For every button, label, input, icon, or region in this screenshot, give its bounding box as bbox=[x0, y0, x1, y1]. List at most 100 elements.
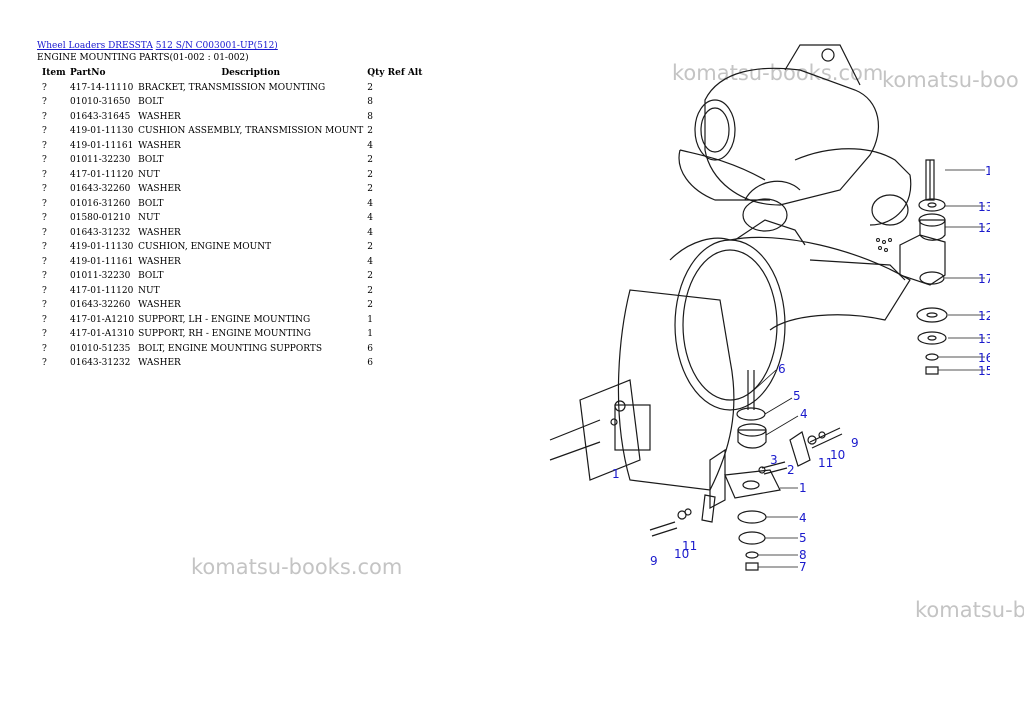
cell-qty: 6 bbox=[367, 343, 373, 354]
cell-description: BOLT bbox=[138, 97, 164, 107]
cell-description: SUPPORT, LH - ENGINE MOUNTING bbox=[138, 314, 311, 325]
diagram-callout: 1 bbox=[985, 164, 990, 178]
cell-qty: 2 bbox=[367, 184, 373, 194]
breadcrumb-link-model[interactable]: Wheel Loaders DRESSTA bbox=[37, 41, 153, 51]
cell-description: BOLT, ENGINE MOUNTING SUPPORTS bbox=[138, 343, 322, 354]
cell-qty: 2 bbox=[367, 271, 373, 281]
diagram-callout: 4 bbox=[800, 407, 808, 421]
cell-qty: 2 bbox=[367, 285, 373, 296]
cell-partno: 01010-51235 bbox=[70, 343, 131, 354]
cell-partno: 01643-32260 bbox=[70, 184, 131, 194]
diagram-callout: 1 bbox=[612, 467, 620, 481]
cell-partno: 01016-31260 bbox=[70, 198, 131, 209]
cell-description: NUT bbox=[138, 285, 160, 296]
diagram-callout: 1 bbox=[799, 481, 807, 495]
cell-description: NUT bbox=[138, 213, 160, 223]
diagram-callout: 7 bbox=[799, 560, 807, 574]
cell-qty: 2 bbox=[367, 242, 373, 252]
cell-description: WASHER bbox=[138, 227, 181, 238]
cell-qty: 2 bbox=[367, 82, 373, 93]
cell-qty: 4 bbox=[367, 198, 373, 209]
header-item: Item bbox=[42, 68, 66, 78]
cell-description: WASHER bbox=[138, 256, 181, 267]
cell-description: SUPPORT, RH - ENGINE MOUNTING bbox=[138, 329, 311, 339]
diagram-callout: 10 bbox=[830, 448, 845, 462]
cell-item: ? bbox=[42, 227, 47, 238]
diagram-callout: 8 bbox=[799, 548, 807, 562]
cell-partno: 01580-01210 bbox=[70, 213, 131, 223]
cell-description: WASHER bbox=[138, 300, 181, 310]
cell-item: ? bbox=[42, 213, 47, 223]
diagram-callout: 5 bbox=[793, 389, 801, 403]
cell-item: ? bbox=[42, 82, 47, 93]
header-partno: PartNo bbox=[70, 68, 106, 78]
cell-qty: 1 bbox=[367, 329, 373, 339]
cell-item: ? bbox=[42, 285, 47, 296]
cell-item: ? bbox=[42, 198, 47, 209]
table-row: ? 01016-31260 BOLT 4 bbox=[37, 197, 424, 212]
cell-item: ? bbox=[42, 169, 47, 180]
cell-partno: 417-01-11120 bbox=[70, 285, 134, 296]
cell-item: ? bbox=[42, 358, 47, 368]
cell-partno: 01643-31232 bbox=[70, 227, 131, 238]
cell-qty: 4 bbox=[367, 140, 373, 151]
cell-qty: 2 bbox=[367, 155, 373, 165]
cell-description: BOLT bbox=[138, 198, 164, 209]
cell-item: ? bbox=[42, 329, 47, 339]
cell-partno: 01643-31232 bbox=[70, 358, 131, 368]
cell-qty: 2 bbox=[367, 126, 373, 136]
cell-partno: 01011-32230 bbox=[70, 271, 131, 281]
breadcrumb: Wheel Loaders DRESSTA 512 S/N C003001-UP… bbox=[37, 40, 278, 52]
watermark: komatsu-b bbox=[915, 598, 1024, 622]
breadcrumb-link-serial[interactable]: 512 S/N C003001-UP(512) bbox=[155, 41, 278, 51]
cell-item: ? bbox=[42, 140, 47, 151]
diagram-callout: 13 bbox=[978, 332, 990, 346]
cell-qty: 8 bbox=[367, 97, 373, 107]
diagram-callout: 12 bbox=[978, 309, 990, 323]
cell-qty: 1 bbox=[367, 314, 373, 325]
cell-partno: 01643-31645 bbox=[70, 111, 131, 122]
diagram-callout: 11 bbox=[682, 539, 697, 553]
diagram-callout: 6 bbox=[778, 362, 786, 376]
cell-partno: 417-14-11110 bbox=[70, 82, 134, 93]
cell-partno: 01643-32260 bbox=[70, 300, 131, 310]
cell-partno: 417-01-A1310 bbox=[70, 329, 135, 339]
table-header-row: Item PartNo Description Qty Ref Alt bbox=[37, 66, 424, 81]
table-row: ? 01010-51235 BOLT, ENGINE MOUNTING SUPPOR… bbox=[37, 342, 424, 357]
cell-item: ? bbox=[42, 300, 47, 310]
cell-qty: 6 bbox=[367, 358, 373, 368]
cell-item: ? bbox=[42, 111, 47, 122]
cell-item: ? bbox=[42, 256, 47, 267]
cell-partno: 01010-31650 bbox=[70, 97, 131, 107]
diagram-callout: 3 bbox=[770, 453, 778, 467]
cell-description: CUSHION, ENGINE MOUNT bbox=[138, 242, 272, 252]
parts-table: Item PartNo Description Qty Ref Alt ?417… bbox=[37, 66, 424, 371]
cell-description: NUT bbox=[138, 169, 160, 180]
cell-partno: 419-01-11130 bbox=[70, 242, 134, 252]
cell-item: ? bbox=[42, 184, 47, 194]
diagram-callout: 17 bbox=[978, 272, 990, 286]
diagram-callout: 5 bbox=[799, 531, 807, 545]
cell-partno: 419-01-11130 bbox=[70, 126, 134, 136]
diagram-callout: 12 bbox=[978, 221, 990, 235]
table-row: ? 417-01-11120 NUT 2 bbox=[37, 284, 424, 299]
cell-partno: 417-01-A1210 bbox=[70, 314, 135, 325]
diagram-callout: 4 bbox=[799, 511, 807, 525]
cell-item: ? bbox=[42, 343, 47, 354]
diagram-callout: 9 bbox=[851, 436, 859, 450]
cell-partno: 01011-32230 bbox=[70, 155, 131, 165]
cell-partno: 419-01-11161 bbox=[70, 140, 134, 151]
